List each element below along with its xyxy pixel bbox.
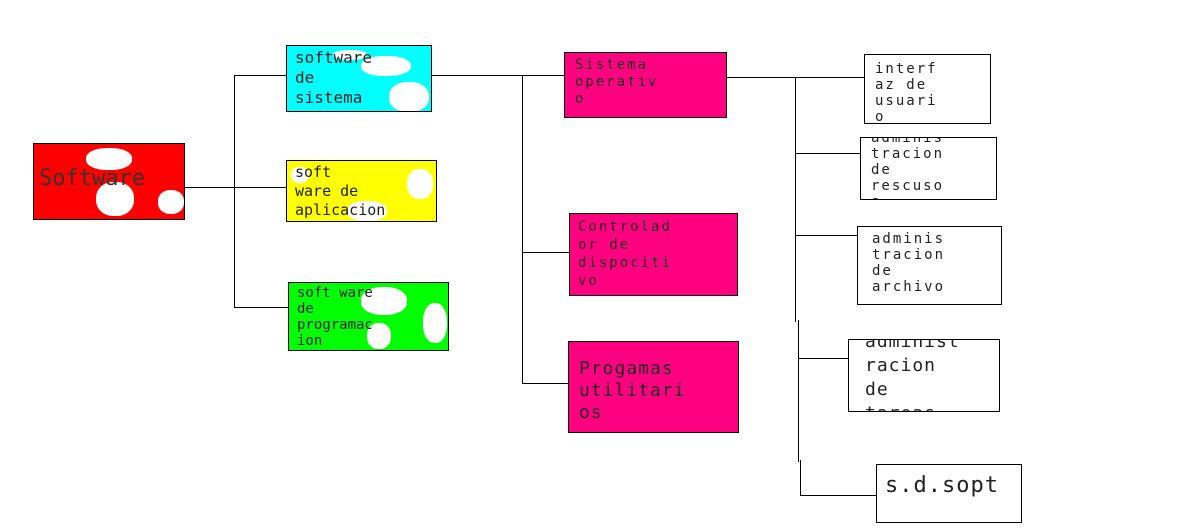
node-label: adminis tracion de rescuso s [871, 137, 945, 199]
connector [522, 383, 569, 384]
node-label: administ racion de tareas [865, 339, 960, 411]
paint-blob [96, 182, 134, 216]
node-label: Controlad or de dispociti vo [578, 219, 672, 289]
node-label: interf az de usuari o [875, 61, 938, 124]
connector [432, 75, 564, 76]
node-label: s.d.sopt [885, 473, 999, 498]
node-software-de-programacion: soft ware de programac ion [288, 282, 449, 351]
node-label: Progamas utilitari os [579, 358, 686, 423]
paint-blob [291, 167, 309, 183]
node-administracion-de-archivo: adminis tracion de archivo [857, 226, 1002, 305]
paint-blob [367, 323, 391, 349]
paint-blob [407, 169, 433, 199]
node-controlador-de-dispositivo: Controlad or de dispociti vo [569, 213, 738, 296]
paint-blob [423, 303, 447, 343]
connector [522, 252, 569, 253]
connector [185, 187, 235, 188]
node-interfaz-de-usuario: interf az de usuari o [864, 54, 991, 124]
paint-blob [158, 190, 184, 214]
paint-blob [86, 148, 132, 170]
node-software-de-aplicacion: soft ware de aplicacion [286, 160, 437, 222]
node-sistema-operativo: Sistema operativ o [564, 52, 727, 118]
paint-blob [361, 56, 411, 76]
connector [234, 187, 286, 188]
connector [798, 358, 848, 359]
connector [234, 75, 235, 308]
connector [795, 77, 796, 322]
node-label: Software [39, 166, 145, 191]
connector [795, 235, 857, 236]
node-administracion-de-recursos: adminis tracion de rescuso s [860, 137, 997, 200]
paint-blob [333, 50, 367, 60]
connector [234, 75, 286, 76]
connector [234, 307, 288, 308]
connector [798, 320, 799, 462]
connector [522, 75, 523, 384]
node-label: adminis tracion de archivo [872, 231, 946, 295]
connector [800, 460, 801, 496]
connector [795, 153, 860, 154]
connector [800, 495, 876, 496]
node-software-de-sistema: software de sistema [286, 45, 432, 112]
node-sdsopt: s.d.sopt [876, 464, 1022, 523]
node-administracion-de-tareas: administ racion de tareas [848, 339, 1000, 412]
node-label: software de sistema [295, 48, 373, 107]
node-progamas-utilitarios: Progamas utilitari os [568, 341, 739, 433]
node-label: Sistema operativ o [575, 57, 659, 107]
node-software: Software [33, 143, 185, 220]
paint-blob [361, 287, 407, 315]
paint-blob [389, 82, 429, 111]
paint-blob [347, 201, 387, 221]
node-label: soft ware de aplicacion [295, 163, 386, 219]
node-label: soft ware de programac ion [297, 285, 373, 349]
